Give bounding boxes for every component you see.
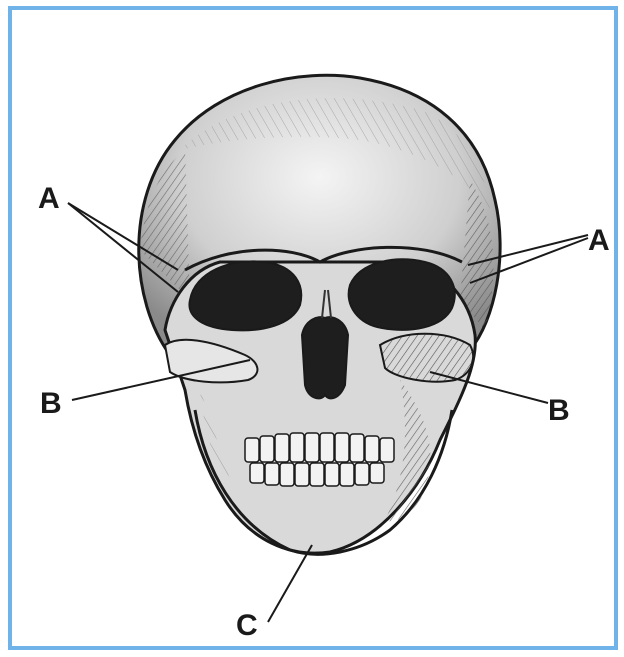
label-c: C: [236, 609, 258, 642]
label-a-right: A: [588, 224, 610, 257]
label-b-left: B: [40, 387, 62, 420]
right-orbit: [349, 259, 455, 329]
label-b-right: B: [548, 394, 570, 427]
leader-c: [268, 545, 312, 622]
label-a-left: A: [38, 182, 60, 215]
skull-illustration: [139, 75, 500, 554]
teeth: [245, 433, 394, 486]
nasal-cavity: [302, 317, 348, 398]
right-zygomatic: [380, 334, 473, 382]
